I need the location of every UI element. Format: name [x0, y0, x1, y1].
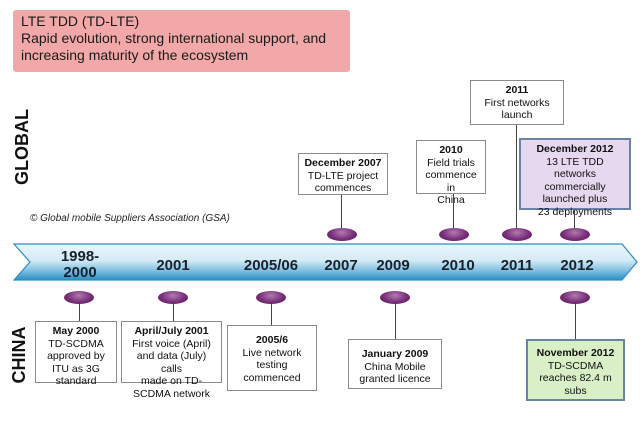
china-event-jan-2009: January 2009 China Mobile granted licenc… [348, 339, 442, 389]
global-label: GLOBAL [12, 109, 32, 185]
global-event-dec-2007: December 2007 TD-LTE project commences [298, 153, 388, 195]
timeline-marker [560, 228, 590, 241]
global-event-2010: 2010 Field trials commence in China [416, 140, 486, 206]
timeline-marker [158, 291, 188, 304]
connector-line [574, 210, 575, 232]
header-line-2: increasing maturity of the ecosystem [21, 47, 249, 63]
connector-line [453, 194, 454, 234]
year-label: 2012 [560, 257, 594, 274]
timeline-marker [380, 291, 410, 304]
year-label: 2007 [324, 257, 358, 274]
year-label: 2001 [156, 257, 190, 274]
timeline-marker [256, 291, 286, 304]
global-event-2011: 2011 First networks launch [470, 80, 564, 125]
connector-line [79, 302, 80, 322]
credit-text: © Global mobile Suppliers Association (G… [30, 213, 230, 224]
timeline-arrow [12, 243, 638, 281]
connector-line [271, 302, 272, 326]
global-event-dec-2012: December 2012 13 LTE TDD networks commer… [519, 138, 631, 218]
timeline-marker [439, 228, 469, 241]
header-box: LTE TDD (TD-LTE) Rapid evolution, strong… [13, 10, 350, 72]
connector-line [395, 302, 396, 340]
china-label: CHINA [9, 326, 29, 384]
header-title: LTE TDD (TD-LTE) [21, 13, 140, 29]
header-line-1: Rapid evolution, strong international su… [21, 30, 327, 46]
connector-line [173, 302, 174, 322]
timeline-marker [502, 228, 532, 241]
china-event-nov-2012: November 2012 TD-SCDMA reaches 82.4 m su… [526, 339, 625, 401]
connector-line [575, 302, 576, 340]
timeline-marker [64, 291, 94, 304]
timeline-marker [560, 291, 590, 304]
year-label: 2009 [376, 257, 410, 274]
year-label: 2005/06 [243, 257, 299, 274]
china-event-apr-jul-2001: April/July 2001 First voice (April) and … [121, 321, 222, 400]
china-event-may-2000: May 2000 TD-SCDMA approved by ITU as 3G … [35, 321, 117, 387]
connector-line [516, 125, 517, 233]
timeline-marker [327, 228, 357, 241]
connector-line [341, 195, 342, 233]
year-label: 2010 [441, 257, 475, 274]
year-label: 1998-2000 [60, 248, 100, 281]
year-label: 2011 [500, 257, 534, 274]
china-event-2005-6: 2005/6 Live network testing commenced [227, 325, 317, 391]
